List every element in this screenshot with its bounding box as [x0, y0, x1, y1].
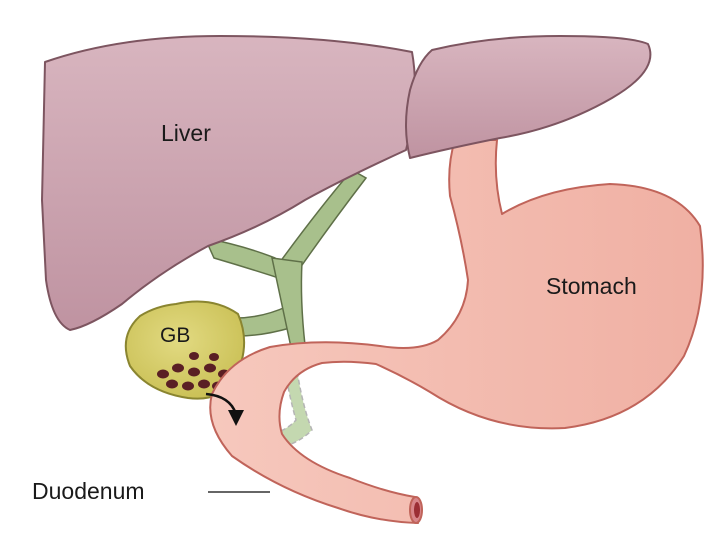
liver — [41, 35, 652, 331]
bile-flow-arrow — [205, 392, 244, 426]
duodenum-label: Duodenum — [32, 478, 145, 504]
liver-label: Liver — [161, 120, 211, 146]
stomach-label: Stomach — [546, 273, 637, 299]
duodenum-lumen-inner — [414, 502, 420, 518]
gallstone — [157, 369, 169, 379]
gallstone — [209, 353, 219, 361]
stomach — [209, 139, 704, 524]
gallstone — [198, 379, 210, 389]
liver-left-lobe — [405, 35, 652, 159]
gallstone — [204, 363, 216, 373]
liver-right-lobe — [41, 35, 416, 331]
common-bile-duct — [271, 257, 306, 354]
gallstone — [172, 363, 184, 373]
gallbladder-label: GB — [160, 324, 190, 347]
gallstone — [188, 367, 200, 377]
flow-arrow-head — [228, 410, 244, 426]
gallstone — [189, 352, 199, 360]
gallbladder-body — [124, 300, 246, 400]
gallstone — [166, 379, 178, 389]
gallbladder — [124, 300, 246, 400]
stomach-and-duodenum — [209, 139, 704, 524]
gallstone — [182, 381, 194, 391]
